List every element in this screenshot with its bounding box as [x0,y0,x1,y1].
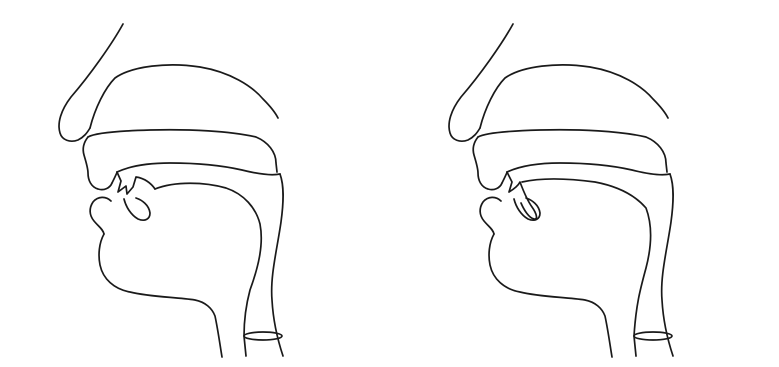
pharynx-back-wall [272,174,283,356]
larynx-ring [244,332,282,340]
upper-teeth [502,172,507,183]
right-sagittal-diagram [390,0,779,367]
upper-teeth [112,172,117,183]
palate-lower-line [507,163,670,175]
tongue-dorsum [155,183,261,336]
chin-jaw [99,234,222,357]
upper-lip [473,137,502,190]
palate-upper-line [478,130,667,172]
larynx-lower [634,336,636,356]
left-diagram-svg [0,0,390,367]
tongue-tip [507,172,536,219]
lower-lip [480,197,501,234]
larynx-ring [634,332,672,340]
tongue-dorsum [522,179,651,336]
nasal-cavity-outline [480,65,668,128]
right-diagram-svg [390,0,779,367]
palate-lower-line [117,163,280,175]
chin-jaw [489,234,612,357]
larynx-lower [244,336,246,356]
upper-lip [83,137,112,190]
left-sagittal-diagram [0,0,390,367]
palate-upper-line [88,130,277,172]
nasal-cavity-outline [90,65,278,128]
lower-lip [90,197,111,234]
tongue-tip [117,172,155,194]
pharynx-back-wall [662,174,673,356]
lower-teeth [124,198,150,220]
